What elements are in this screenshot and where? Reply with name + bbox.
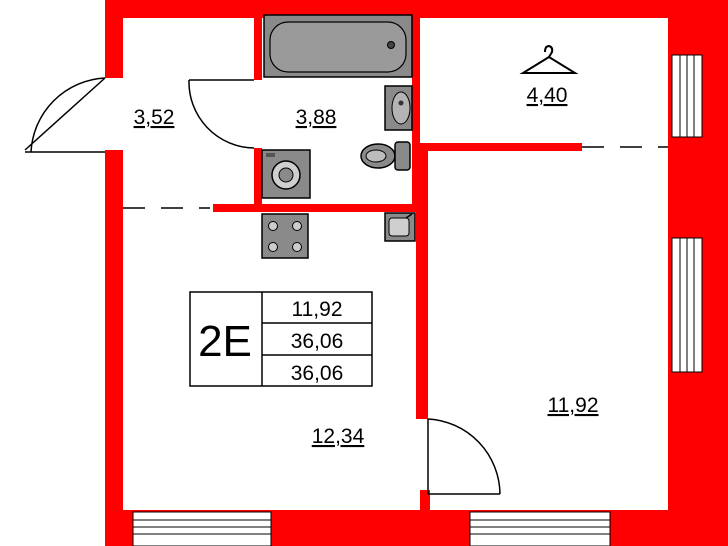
wall-top: [105, 0, 728, 18]
window-bottom-right: [469, 511, 611, 546]
room-area-hall: 3,52: [134, 106, 175, 129]
room-area-bathroom: 3,88: [296, 106, 337, 129]
apartment-value-3: 36,06: [291, 362, 344, 385]
wall-bathroom-bottom: [213, 204, 420, 212]
toilet-icon: [360, 141, 411, 171]
room-area-wardrobe: 4,40: [527, 84, 568, 107]
apartment-type: 2E: [198, 317, 252, 366]
wall-bathroom-right: [412, 18, 420, 208]
wall-partition-upper: [416, 143, 428, 419]
hanger-icon: [519, 44, 579, 74]
kitchen-sink-icon: [384, 212, 416, 242]
entrance-door: [24, 77, 106, 153]
wall-bathroom-left-upper: [254, 18, 262, 80]
washbasin-icon: [384, 85, 413, 131]
room-area-kitchen-living: 12,34: [312, 425, 365, 448]
interior-walls: [213, 18, 582, 512]
room-area-bedroom: 11,92: [548, 394, 599, 417]
window-right-upper: [671, 54, 703, 138]
stove-icon: [261, 213, 309, 259]
bedroom-door: [427, 418, 501, 495]
bathroom-door: [188, 79, 255, 149]
bathtub-icon: [263, 14, 413, 78]
wall-bathroom-left-lower: [254, 148, 262, 204]
apartment-value-1: 11,92: [292, 298, 343, 321]
wall-wardrobe-bottom: [412, 143, 582, 151]
wall-left-lower: [105, 150, 123, 546]
apartment-info-table: 2E 11,92 36,06 36,06: [189, 291, 373, 387]
apartment-value-2: 36,06: [291, 330, 344, 353]
washing-machine-icon: [261, 149, 311, 199]
window-right-lower: [671, 237, 703, 373]
wall-left-upper: [105, 0, 123, 78]
wall-partition-lower: [420, 490, 430, 512]
window-bottom-left: [132, 511, 272, 546]
